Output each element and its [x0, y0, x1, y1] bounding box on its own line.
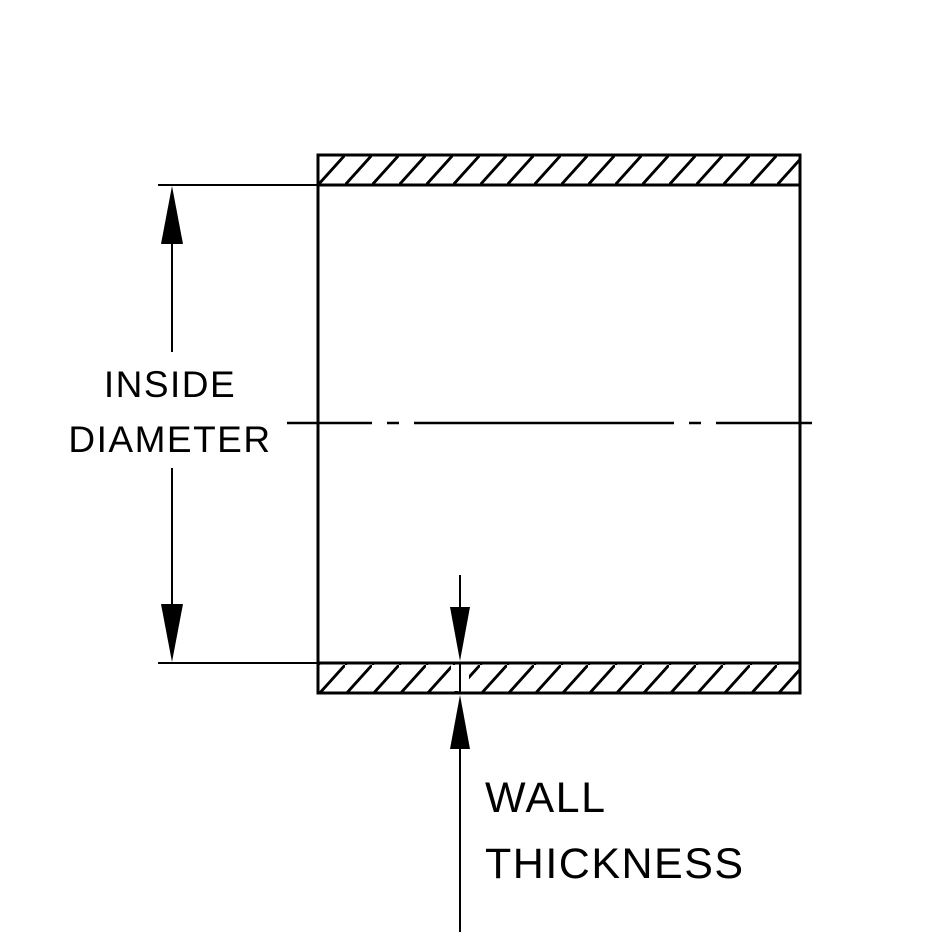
inside-diameter-dimension: INSIDE DIAMETER — [68, 184, 318, 664]
tube-cross-section — [316, 153, 802, 695]
arrowhead-up-icon — [161, 186, 183, 244]
wall-thickness-label-line1: WALL — [485, 774, 607, 822]
wall-thickness-label-line2: THICKNESS — [485, 840, 745, 888]
inside-diameter-label-line1: INSIDE — [104, 364, 236, 405]
arrowhead-up-icon — [450, 695, 470, 749]
top-wall-hatching — [318, 155, 800, 185]
inside-diameter-label-line2: DIAMETER — [68, 419, 271, 460]
bottom-wall-hatching — [318, 663, 800, 693]
arrowhead-down-icon — [161, 604, 183, 662]
arrowhead-down-icon — [450, 607, 470, 661]
wall-thickness-dimension: WALL THICKNESS — [450, 575, 745, 932]
